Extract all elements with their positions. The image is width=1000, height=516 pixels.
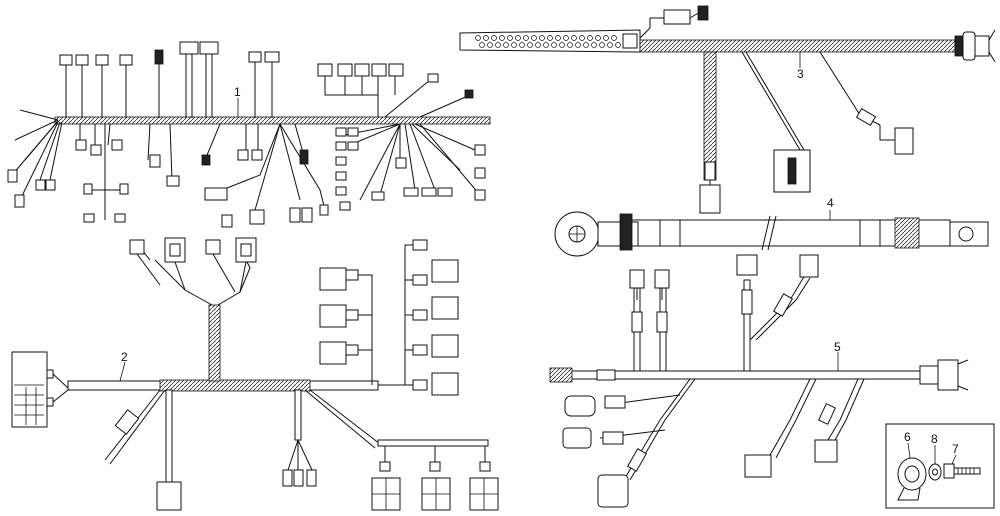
harness-3[interactable] [459, 5, 996, 214]
callout-7: 7 [952, 442, 959, 456]
clamp-6 [897, 457, 927, 501]
battery-cable-4[interactable] [554, 210, 989, 257]
callout-8: 8 [931, 432, 938, 446]
callout-5: 5 [834, 340, 841, 354]
washer-8 [928, 463, 942, 481]
callout-6: 6 [904, 430, 911, 444]
callout-1: 1 [234, 85, 241, 99]
hardware-inset[interactable] [885, 423, 995, 509]
harness-1[interactable] [7, 41, 491, 228]
harness-2[interactable] [11, 237, 499, 511]
callout-3: 3 [797, 67, 804, 81]
callout-2: 2 [121, 350, 128, 364]
callout-4: 4 [827, 196, 834, 210]
bolt-7 [943, 463, 981, 479]
harness-5[interactable] [549, 254, 969, 508]
